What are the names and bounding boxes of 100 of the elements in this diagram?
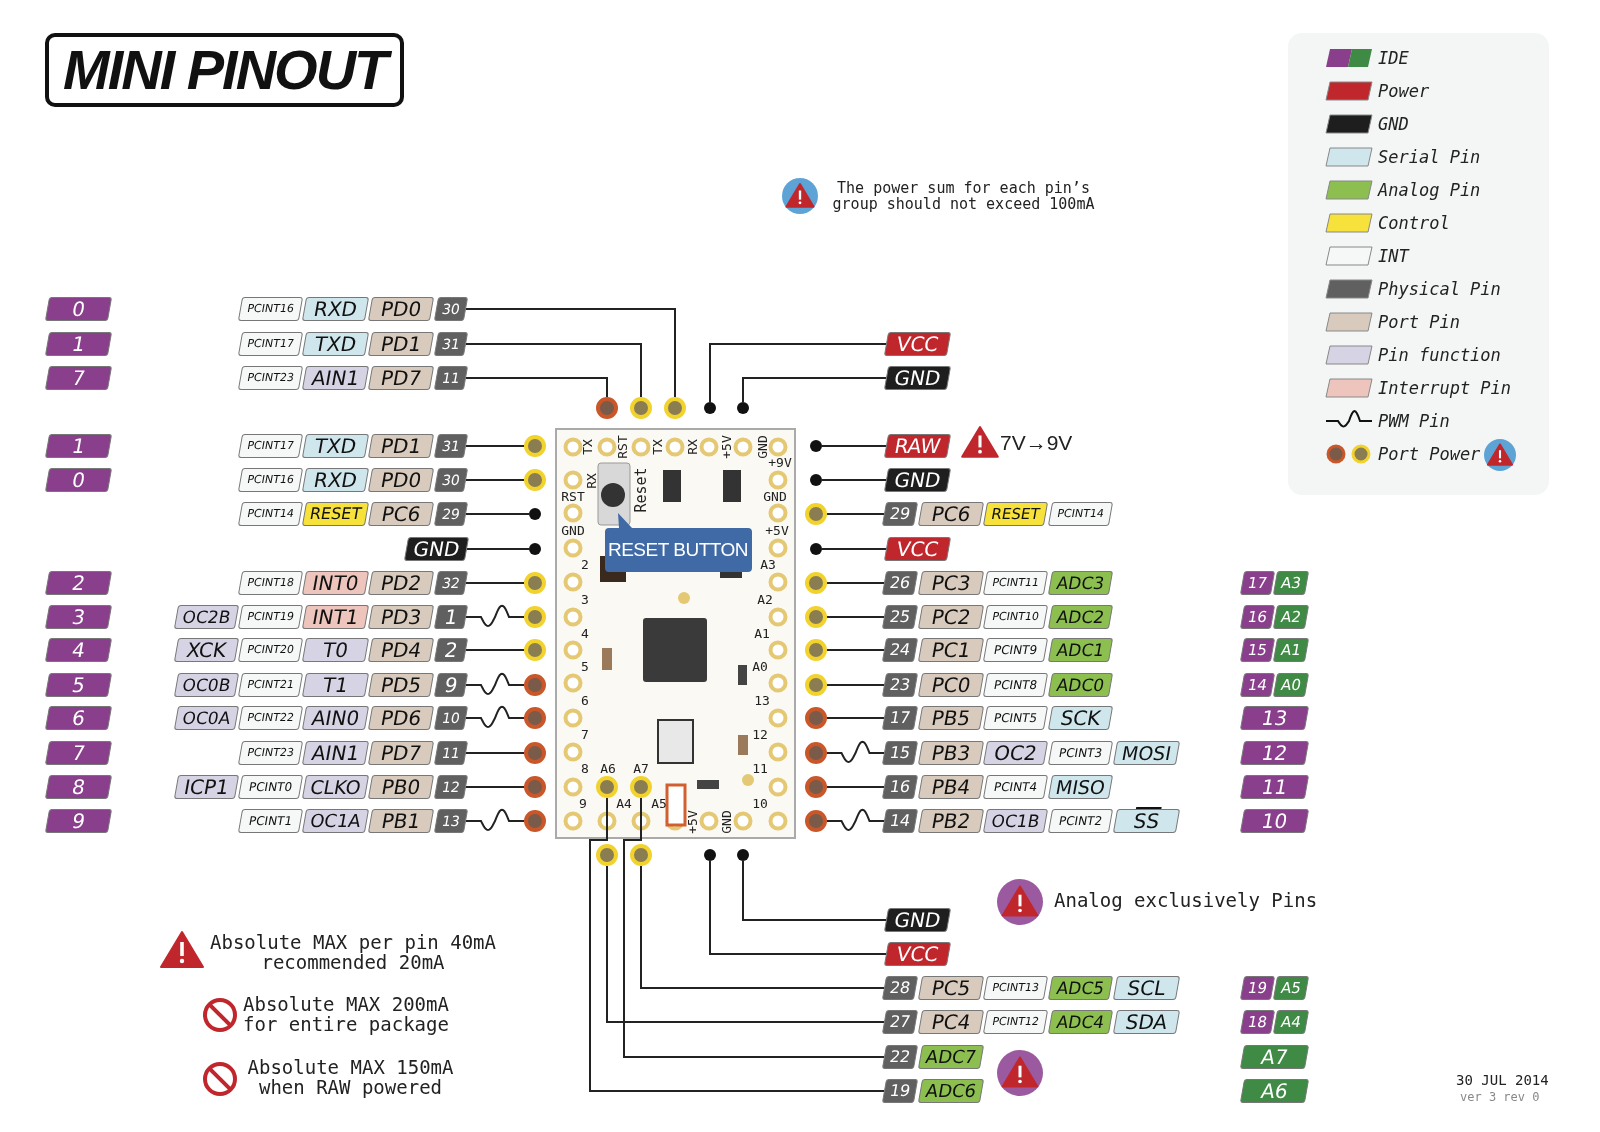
ide-analog-tag: A2	[1272, 605, 1310, 629]
port-pin-tag: PD7	[367, 741, 435, 765]
port-pin-tag: PD1	[367, 332, 435, 356]
board-pin-label: Reset	[634, 467, 648, 513]
pcint-tag: PCINT1	[237, 809, 304, 833]
ide-analog-tag: A0	[1272, 673, 1310, 697]
pin-function-tag: XCK	[173, 638, 240, 662]
serial-pin-tag: SCK	[1047, 706, 1114, 730]
serial-pin-tag: TXD	[301, 332, 370, 356]
legend-text: Port Power	[1378, 443, 1481, 465]
version-text: ver 3 rev 0	[1460, 1091, 1540, 1104]
board-pin-label: TX	[651, 439, 665, 455]
port-pin-tag: PD7	[367, 366, 435, 390]
junction-dot	[810, 474, 822, 486]
legend-text: Control	[1378, 212, 1450, 234]
serial-pin-tag: MOSI	[1112, 741, 1181, 765]
physical-pin-tag: 31	[433, 332, 469, 356]
pcint-tag: PCINT23	[237, 741, 304, 765]
note-text: Analog exclusively Pins	[1054, 890, 1318, 910]
board-pin-label: 2	[581, 558, 589, 572]
ide-pin-tag: 7	[44, 741, 113, 765]
ide-pin-tag: 5	[44, 673, 113, 697]
pcint-tag: PCINT16	[237, 468, 304, 492]
pcint-tag: PCINT16	[237, 297, 304, 321]
power-tag: VCC	[883, 942, 952, 966]
pin-function-tag: CLKO	[301, 775, 370, 799]
board-pin-label: 5	[581, 660, 589, 674]
ide-analog-tag: A6	[1239, 1079, 1310, 1103]
physical-pin-tag: 14	[881, 809, 919, 833]
pin-pad	[805, 606, 827, 628]
physical-pin-tag: 11	[433, 366, 469, 390]
pin-pad	[596, 844, 618, 866]
legend-text: Analog Pin	[1378, 179, 1481, 201]
board-pin-label: TX	[581, 439, 595, 455]
board-pin-label: 4	[581, 627, 589, 641]
interrupt-pin-tag: INT1	[301, 605, 370, 629]
board-pin-label: A7	[633, 762, 649, 776]
pcint-tag: PCINT12	[982, 1010, 1049, 1034]
port-pin-tag: PD0	[367, 468, 435, 492]
physical-pin-tag: 29	[433, 502, 469, 526]
ide-pin-tag: 13	[1239, 706, 1310, 730]
pin-pad	[524, 606, 546, 628]
ground-tag: GND	[403, 537, 470, 561]
ide-analog-tag: A1	[1272, 638, 1310, 662]
pcint-tag: PCINT21	[237, 673, 304, 697]
board-pin-label: GND	[763, 490, 787, 504]
ide-pin-tag: 12	[1239, 741, 1310, 765]
pcint-tag: PCINT17	[237, 434, 304, 458]
pin-pad	[805, 503, 827, 525]
note-text: Absolute MAX per pin 40mA recommended 20mA	[209, 932, 497, 972]
physical-pin-tag: 15	[881, 741, 919, 765]
physical-pin-tag: 25	[881, 605, 919, 629]
port-pin-tag: PC5	[917, 976, 985, 1000]
port-pin-tag: PD4	[367, 638, 435, 662]
port-pin-tag: PC1	[917, 638, 985, 662]
pin-pad	[596, 397, 618, 419]
callout-text: RESET BUTTON	[608, 539, 748, 561]
board-pin-label: 3	[581, 593, 589, 607]
board-pin-label: 8	[581, 762, 589, 776]
serial-pin-tag: RXD	[301, 297, 370, 321]
analog-pin-tag: ADC6	[917, 1079, 985, 1103]
board-pin-label: GND	[720, 810, 734, 834]
board-pin-label: GND	[561, 524, 585, 538]
board-pin-label: +5V	[720, 435, 734, 459]
ground-tag: GND	[883, 908, 952, 932]
pcint-tag: PCINT0	[237, 775, 304, 799]
port-pin-tag: PB3	[917, 741, 985, 765]
pin-function-tag: AIN1	[301, 366, 370, 390]
pin-pad	[805, 810, 827, 832]
ide-pin-tag: 0	[44, 297, 113, 321]
board-pin-label: +5V	[686, 810, 700, 834]
board-pin-label: 7	[581, 728, 589, 742]
pin-function-tag: OC0A	[173, 706, 240, 730]
legend-text: IDE	[1378, 47, 1409, 69]
pin-function-tag: OC1A	[301, 809, 370, 833]
port-pin-tag: PB0	[367, 775, 435, 799]
ide-analog-tag: A3	[1272, 571, 1310, 595]
pcint-tag: PCINT14	[237, 502, 304, 526]
legend-text: Serial Pin	[1378, 146, 1481, 168]
pin-function-tag: OC2	[982, 741, 1049, 765]
port-pin-tag: PC6	[917, 502, 985, 526]
board-pin-label: 13	[754, 694, 770, 708]
board-pin-label: 9	[579, 797, 587, 811]
pin-pad	[805, 674, 827, 696]
ide-pin-tag: 1	[44, 434, 113, 458]
pcint-tag: PCINT22	[237, 706, 304, 730]
legend-text: INT	[1378, 245, 1409, 267]
legend-text: Power	[1378, 80, 1430, 102]
legend-text: GND	[1378, 113, 1409, 135]
pin-pad	[524, 469, 546, 491]
board-pin-label: +9V	[768, 456, 792, 470]
board-pin-label: 6	[581, 694, 589, 708]
legend-text: Port Pin	[1378, 311, 1460, 333]
physical-pin-tag: 12	[433, 775, 469, 799]
legend-text: PWM Pin	[1378, 410, 1450, 432]
note-text: The power sum for each pin’s group should not exceed 100mA	[831, 180, 1096, 212]
pcint-tag: PCINT14	[1047, 502, 1114, 526]
board-pin-label: A4	[616, 797, 632, 811]
note-text: Absolute MAX 150mA when RAW powered	[246, 1057, 455, 1097]
physical-pin-tag: 13	[433, 809, 469, 833]
